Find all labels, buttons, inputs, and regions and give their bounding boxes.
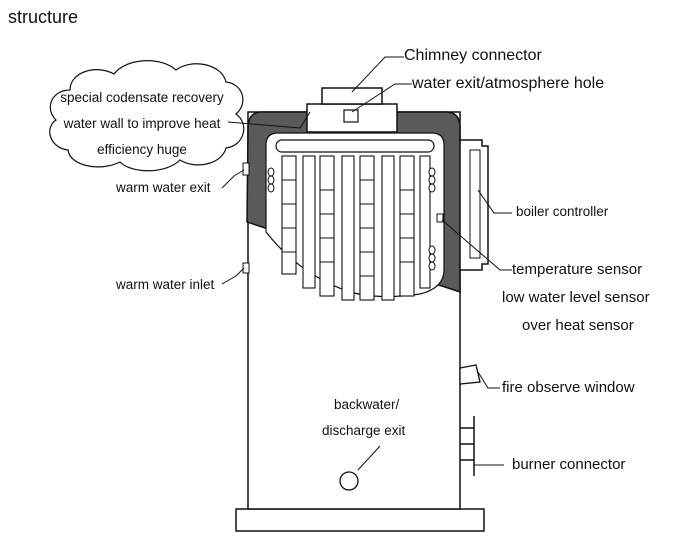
- tube-rungs: [282, 179, 414, 277]
- condensate-label-line1: special codensate recovery: [60, 90, 224, 105]
- discharge-exit: [339, 471, 359, 491]
- atmosphere-hole: [343, 109, 359, 123]
- low-water-level-sensor-label: low water level sensor: [502, 289, 650, 306]
- fire-window: [459, 364, 481, 385]
- base-plate: [235, 508, 485, 532]
- callout-cloud: [49, 60, 245, 172]
- temperature-sensor-label: temperature sensor: [512, 261, 643, 278]
- over-heat-sensor-label: over heat sensor: [522, 317, 634, 334]
- coil-rings: [267, 167, 436, 271]
- condensate-label-line2: water wall to improve heat: [63, 116, 221, 131]
- leader-lines: [221, 56, 512, 471]
- water-exit-label: water exit/atmosphere hole: [412, 75, 605, 92]
- fire-observe-window-label: fire observe window: [502, 379, 635, 396]
- condensate-label-line3: efficiency huge: [97, 142, 187, 157]
- heat-tubes: [281, 155, 431, 301]
- temperature-sensor-port: [436, 213, 444, 223]
- chimney-connector-label: Chimney connector: [404, 47, 542, 64]
- burner-connector-label: burner connector: [512, 456, 626, 473]
- boiler-controller-label: boiler controller: [516, 204, 609, 219]
- warm-water-exit-nozzle: [242, 162, 250, 176]
- controller-panel: [469, 149, 481, 259]
- burner-flange: [460, 416, 475, 476]
- controller-box: [459, 139, 489, 271]
- header-tube: [275, 139, 435, 153]
- warm-water-inlet-label: warm water inlet: [116, 277, 215, 292]
- backwater-label-line1: backwater/: [334, 397, 400, 412]
- warm-water-exit-label: warm water exit: [116, 180, 211, 195]
- backwater-label-line2: discharge exit: [322, 423, 406, 438]
- chimney-upper: [321, 87, 383, 105]
- warm-water-inlet-nozzle: [242, 262, 250, 274]
- page-title: structure: [8, 7, 79, 27]
